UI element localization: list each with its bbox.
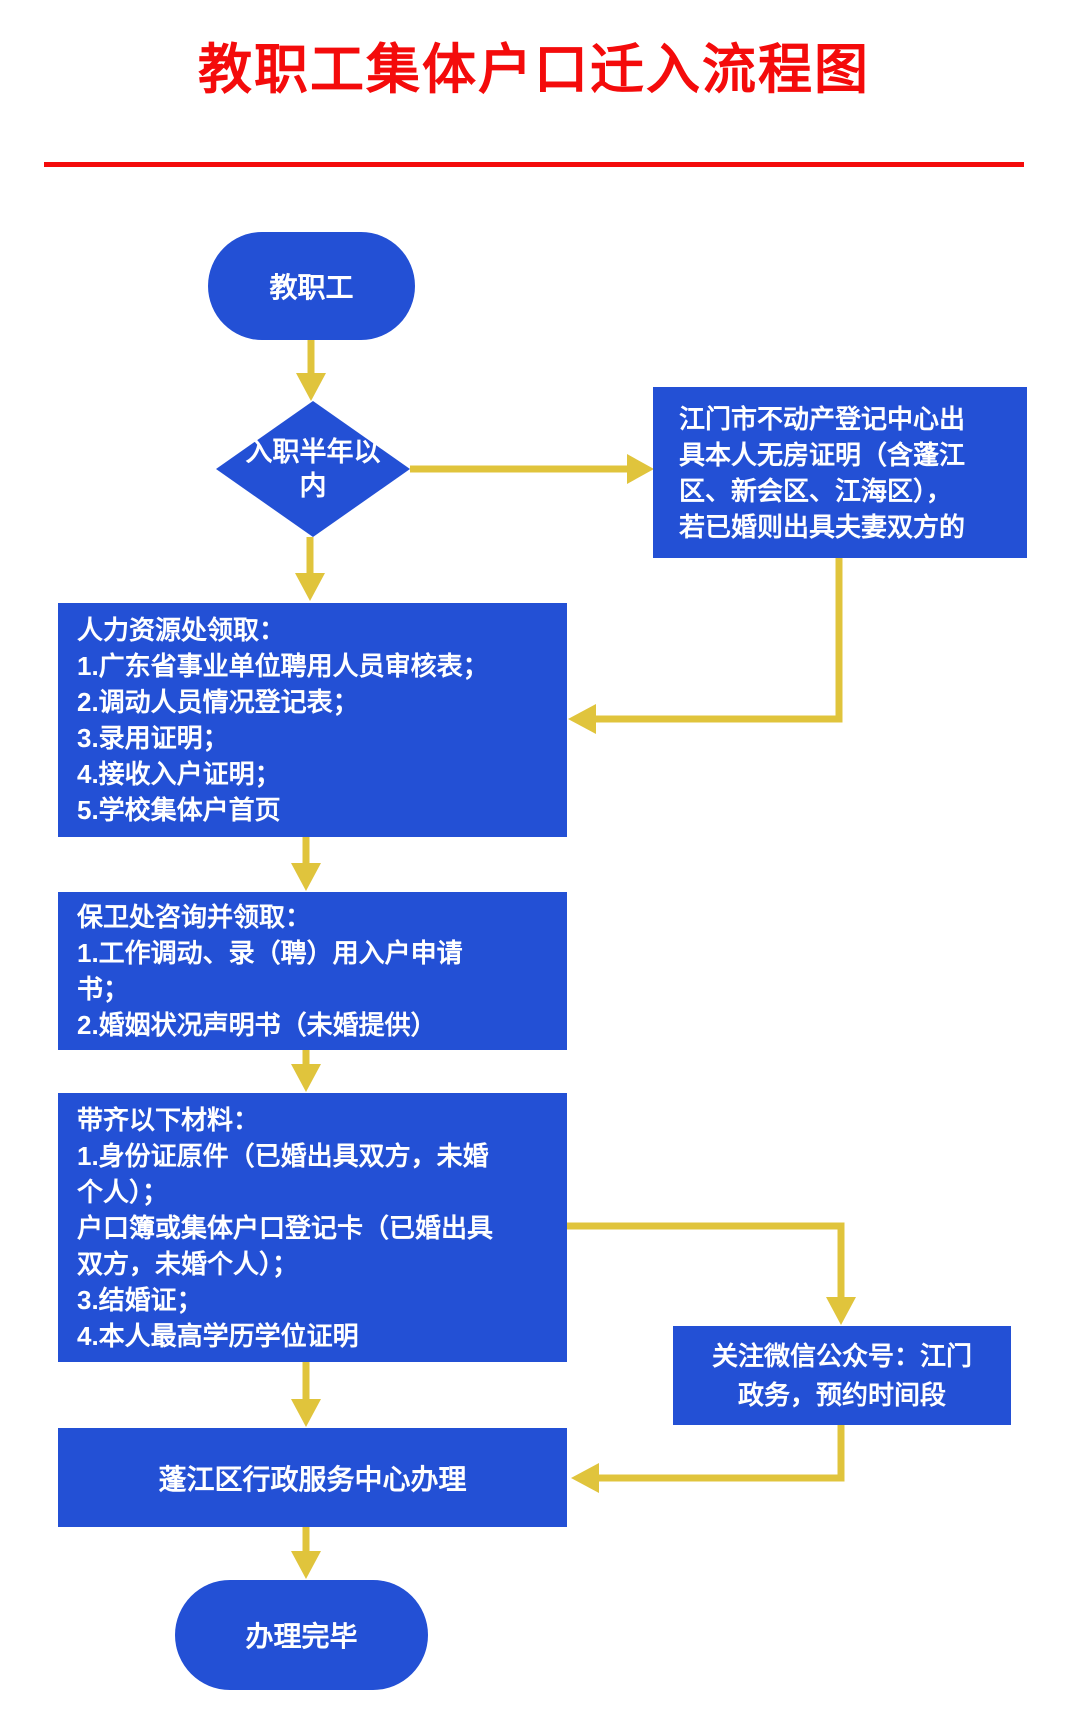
- page-title: 教职工集体户口迁入流程图: [198, 40, 870, 100]
- arrow-materials-to-wechat: [567, 1222, 856, 1325]
- arrow-decision-to-hr-collect: [295, 537, 325, 601]
- materials-box: 带齐以下材料： 1.身份证原件（已婚出具双方，未婚 个人）； 户口簿或集体户口登…: [58, 1093, 567, 1362]
- start-node-label: 教职工: [269, 272, 354, 303]
- arrow-service-center-to-end: [291, 1527, 321, 1579]
- title-divider-line: [44, 162, 1024, 167]
- end-node: 办理完毕: [175, 1580, 428, 1690]
- arrow-housing-cert-to-hr-collect: [568, 558, 843, 734]
- housing-cert-box: 江门市不动产登记中心出 具本人无房证明（含蓬江 区、新会区、江海区）， 若已婚则…: [653, 387, 1027, 558]
- decision-diamond: 入职半年以 内: [216, 401, 410, 537]
- arrow-materials-to-service-center: [291, 1362, 321, 1427]
- arrow-hr-collect-to-security-collect: [291, 837, 321, 891]
- arrow-decision-to-housing-cert: [410, 454, 654, 484]
- wechat-box: 关注微信公众号：江门 政务，预约时间段: [673, 1326, 1011, 1425]
- materials-label: 带齐以下材料： 1.身份证原件（已婚出具双方，未婚 个人）； 户口簿或集体户口登…: [77, 1104, 494, 1351]
- end-node-label: 办理完毕: [245, 1621, 358, 1652]
- security-collect-box: 保卫处咨询并领取： 1.工作调动、录（聘）用入户申请 书； 2.婚姻状况声明书（…: [58, 892, 567, 1050]
- arrow-security-collect-to-materials: [291, 1050, 321, 1092]
- service-center-label: 蓬江区行政服务中心办理: [158, 1463, 467, 1495]
- service-center-box: 蓬江区行政服务中心办理: [58, 1428, 567, 1527]
- arrow-wechat-to-service-center: [571, 1425, 845, 1493]
- hr-collect-box: 人力资源处领取： 1.广东省事业单位聘用人员审核表； 2.调动人员情况登记表； …: [58, 603, 567, 837]
- housing-cert-label: 江门市不动产登记中心出 具本人无房证明（含蓬江 区、新会区、江海区）， 若已婚则…: [679, 403, 966, 542]
- start-node: 教职工: [208, 232, 415, 340]
- hr-collect-label: 人力资源处领取： 1.广东省事业单位聘用人员审核表； 2.调动人员情况登记表； …: [77, 615, 489, 825]
- security-collect-label: 保卫处咨询并领取： 1.工作调动、录（聘）用入户申请 书； 2.婚姻状况声明书（…: [77, 902, 463, 1040]
- decision-label: 入职半年以 内: [245, 437, 381, 501]
- wechat-label: 关注微信公众号：江门 政务，预约时间段: [711, 1340, 972, 1410]
- arrow-start-to-decision: [296, 340, 326, 401]
